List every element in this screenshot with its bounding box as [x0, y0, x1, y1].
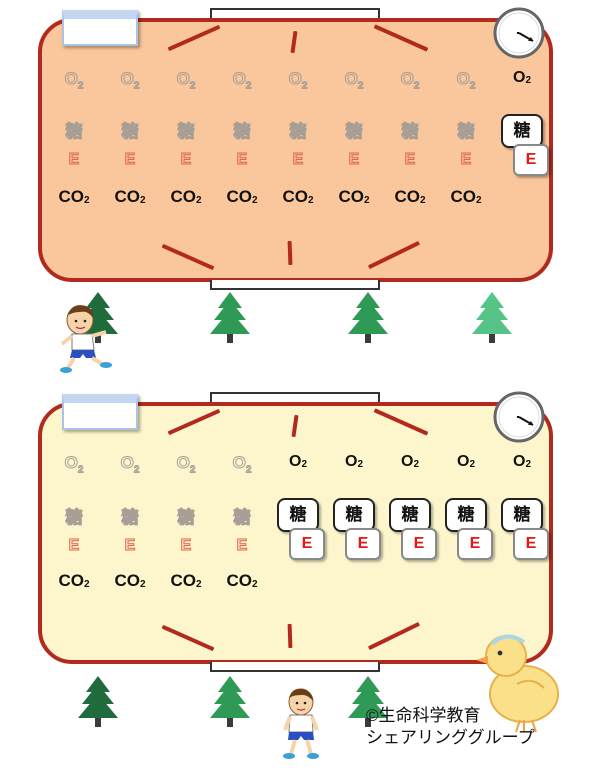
o2-molecule-faint: O2: [120, 453, 140, 476]
co2-molecule: CO2: [58, 571, 90, 590]
clock-icon: [492, 390, 546, 444]
energy-faint: E: [460, 151, 472, 169]
o2-molecule-faint: O2: [120, 69, 140, 92]
sugar-faint: 糖: [177, 508, 195, 528]
co2-molecule: CO2: [170, 187, 202, 206]
co2-molecule: CO2: [450, 187, 482, 206]
energy-card: E: [345, 528, 381, 560]
o2-molecule-faint: O2: [176, 69, 196, 92]
o2-molecule-faint: O2: [232, 453, 252, 476]
sugar-card: 糖: [389, 498, 431, 532]
o2-molecule: O2: [288, 453, 308, 470]
co2-molecule: CO2: [226, 187, 258, 206]
co2-molecule: CO2: [58, 187, 90, 206]
energy-faint: E: [124, 151, 136, 169]
o2-molecule: O2: [456, 453, 476, 470]
label-box-1: [62, 10, 138, 46]
o2-molecule-faint: O2: [288, 69, 308, 92]
sugar-faint: 糖: [345, 122, 363, 142]
energy-faint: E: [68, 151, 80, 169]
sugar-card: 糖: [333, 498, 375, 532]
energy-faint: E: [180, 537, 192, 555]
label-box-2: [62, 394, 138, 430]
tree-icon: [78, 676, 118, 728]
sugar-faint: 糖: [233, 508, 251, 528]
sugar-faint: 糖: [121, 122, 139, 142]
energy-faint: E: [236, 537, 248, 555]
energy-card: E: [513, 528, 549, 560]
tree-icon: [210, 676, 250, 728]
sugar-faint: 糖: [401, 122, 419, 142]
sugar-card: 糖: [501, 498, 543, 532]
o2-molecule-faint: O2: [64, 453, 84, 476]
sugar-card: 糖: [277, 498, 319, 532]
bottom-door-1: [210, 280, 380, 290]
chick-icon: [462, 626, 572, 736]
o2-molecule-faint: O2: [176, 453, 196, 476]
energy-card: E: [457, 528, 493, 560]
sugar-faint: 糖: [457, 122, 475, 142]
tree-icon: [472, 292, 512, 344]
o2-molecule-faint: O2: [456, 69, 476, 92]
sugar-faint: 糖: [121, 508, 139, 528]
energy-faint: E: [292, 151, 304, 169]
o2-molecule-faint: O2: [64, 69, 84, 92]
copyright-line-2: シェアリンググループ: [366, 728, 535, 747]
co2-molecule: CO2: [282, 187, 314, 206]
walking-boy-icon: [276, 684, 326, 764]
tree-icon: [348, 292, 388, 344]
co2-molecule: CO2: [170, 571, 202, 590]
o2-molecule: O2: [344, 453, 364, 470]
o2-molecule-faint: O2: [232, 69, 252, 92]
bottom-door-2: [210, 662, 380, 672]
o2-molecule: O2: [512, 453, 532, 470]
sugar-card: 糖: [501, 114, 543, 148]
energy-card: E: [401, 528, 437, 560]
energy-faint: E: [68, 537, 80, 555]
sugar-faint: 糖: [233, 122, 251, 142]
co2-molecule: CO2: [114, 187, 146, 206]
o2-molecule: O2: [400, 453, 420, 470]
co2-molecule: CO2: [226, 571, 258, 590]
copyright-text: ©生命科学教育 シェアリンググループ: [366, 705, 535, 749]
wall-bar: [287, 240, 293, 266]
sugar-faint: 糖: [177, 122, 195, 142]
runner-boy-icon: [58, 300, 120, 376]
energy-faint: E: [348, 151, 360, 169]
energy-card: E: [289, 528, 325, 560]
sugar-faint: 糖: [65, 508, 83, 528]
energy-faint: E: [404, 151, 416, 169]
sugar-card: 糖: [445, 498, 487, 532]
sugar-faint: 糖: [289, 122, 307, 142]
clock-icon: [492, 6, 546, 60]
tree-icon: [210, 292, 250, 344]
copyright-line-1: ©生命科学教育: [366, 706, 481, 725]
co2-molecule: CO2: [338, 187, 370, 206]
energy-faint: E: [180, 151, 192, 169]
chamber-panel-1: [38, 18, 553, 282]
top-door-1: [210, 8, 380, 18]
o2-molecule-faint: O2: [344, 69, 364, 92]
sugar-faint: 糖: [65, 122, 83, 142]
tree-icon: [348, 676, 388, 728]
wall-bar: [287, 623, 293, 649]
o2-molecule: O2: [512, 69, 532, 86]
energy-faint: E: [124, 537, 136, 555]
energy-card: E: [513, 144, 549, 176]
energy-faint: E: [236, 151, 248, 169]
co2-molecule: CO2: [114, 571, 146, 590]
top-door-2: [210, 392, 380, 402]
o2-molecule-faint: O2: [400, 69, 420, 92]
co2-molecule: CO2: [394, 187, 426, 206]
